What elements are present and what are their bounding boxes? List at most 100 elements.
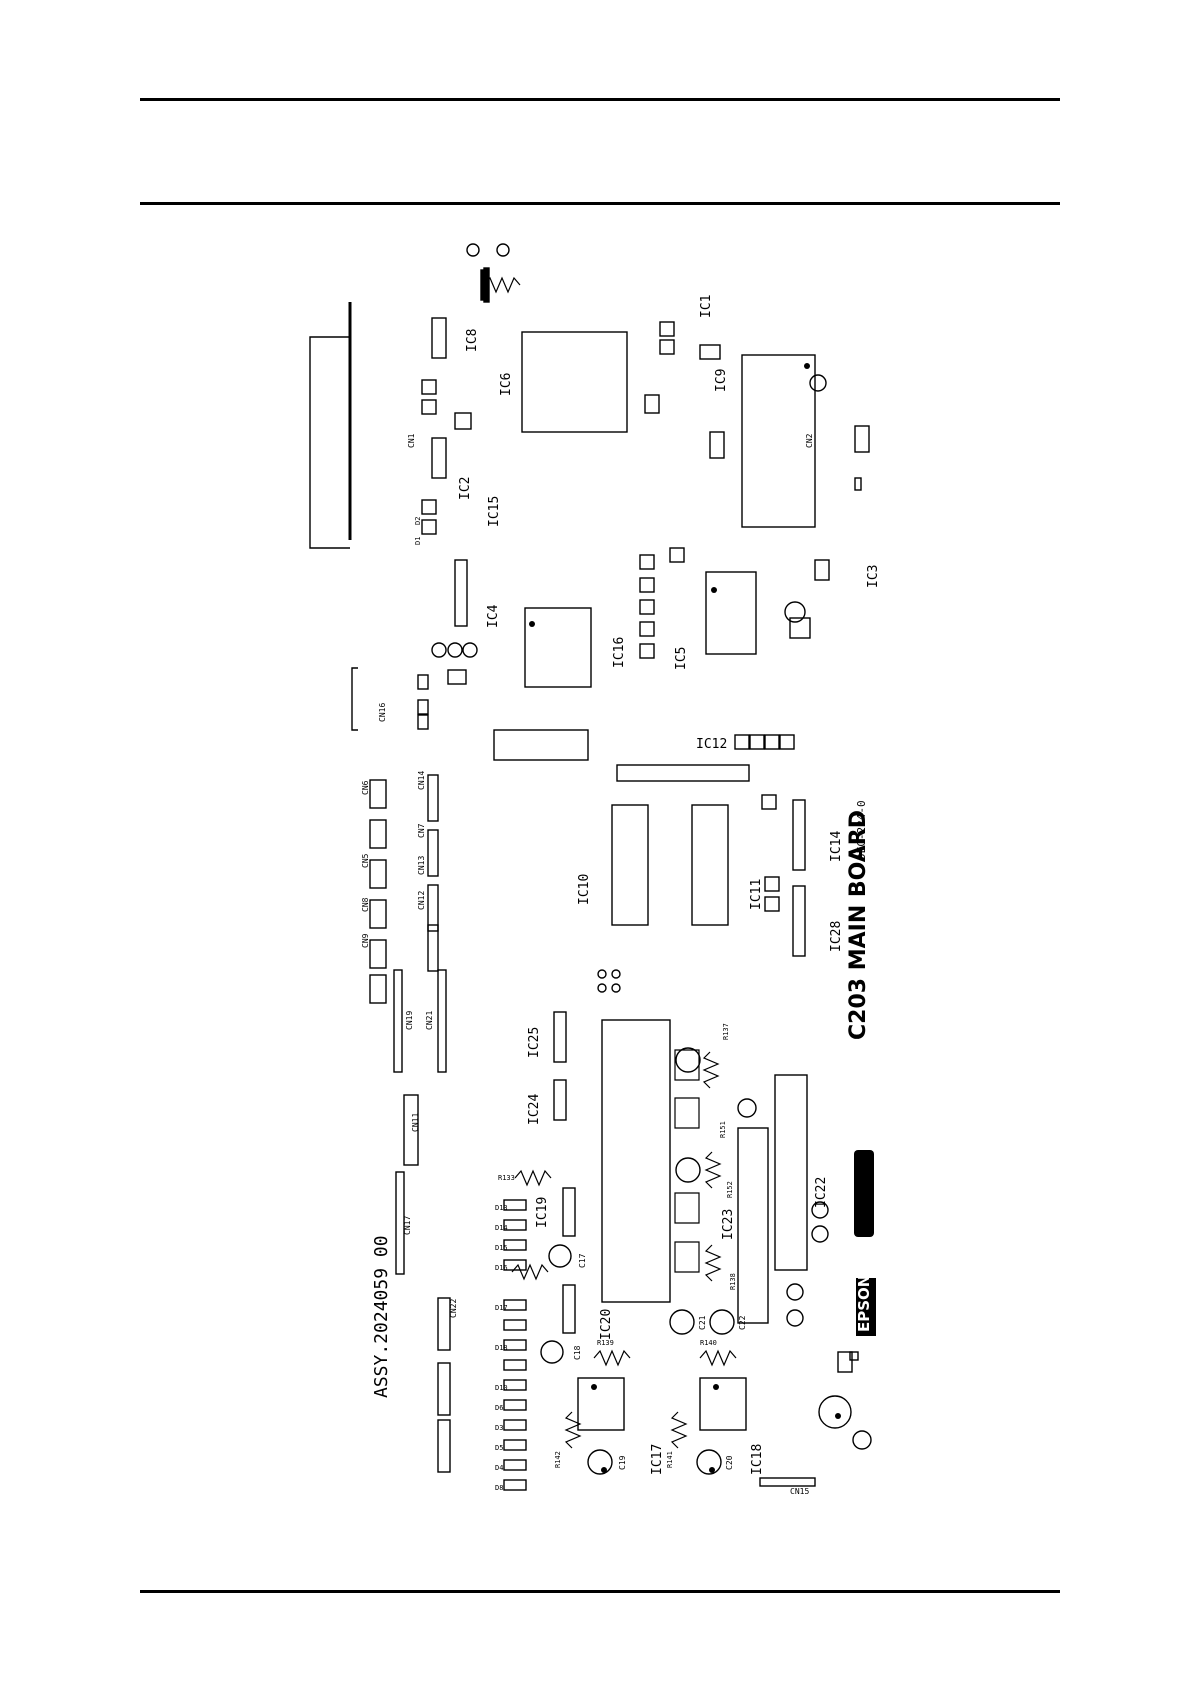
resistor-label: R139 <box>597 1339 614 1347</box>
ic-label: IC25 <box>527 1027 542 1058</box>
cap-label: C21 <box>698 1315 707 1330</box>
diode-label: D6 <box>495 1404 503 1412</box>
header-top-rule <box>140 98 1060 101</box>
diode-label: D4 <box>495 1464 503 1472</box>
ic19-package <box>562 1187 576 1237</box>
diode-label: D18 <box>495 1344 508 1352</box>
ic16-package <box>524 607 592 688</box>
cn2-package <box>741 354 816 528</box>
ic28-package <box>792 885 806 957</box>
connector-label: CN5 <box>361 853 370 868</box>
board-text-layer: C203 MAIN BOARD ASSY.2024059 00 EPSON DE… <box>361 295 881 1496</box>
ic-label: IC11 <box>749 879 764 910</box>
connector-label: CN17 <box>403 1216 412 1235</box>
connector-label: CN2 <box>805 433 814 448</box>
diode-label: D2 <box>414 517 422 525</box>
ic-label: IC12 <box>696 737 727 752</box>
ic5-package <box>705 571 757 655</box>
ic-label: IC16 <box>612 637 627 668</box>
connector-label: CN16 <box>378 703 387 722</box>
resistor-label: R137 <box>722 1023 730 1040</box>
connector-bracket <box>351 667 358 731</box>
ic17-package <box>577 1377 625 1431</box>
revision-code: DEC-224-0 <box>855 800 868 860</box>
cn11-package <box>403 1094 419 1166</box>
cap-label: C17 <box>578 1253 587 1268</box>
ic-label: IC23 <box>721 1209 736 1240</box>
ic-label: IC8 <box>465 329 480 352</box>
diode-label: D16 <box>495 1264 508 1272</box>
connector-label: CN21 <box>425 1011 434 1030</box>
connector-label: CN6 <box>361 780 370 795</box>
diode-label: D1 <box>414 537 422 545</box>
ic-label: IC18 <box>750 1444 765 1475</box>
ic-label: IC3 <box>866 565 881 588</box>
connector-label: CN22 <box>449 1299 458 1318</box>
ic14-package <box>792 799 806 871</box>
ic18-package <box>699 1377 747 1431</box>
footer-rule <box>140 1590 1060 1593</box>
ic11-package <box>691 804 729 926</box>
ic-label: IC10 <box>577 874 592 905</box>
ic-label: IC9 <box>714 369 729 392</box>
resistor-label: R141 <box>666 1451 674 1468</box>
ic23-package <box>737 1127 769 1324</box>
connector-label: CN7 <box>417 823 426 838</box>
resistor-label: R142 <box>554 1451 562 1468</box>
ic-label: IC14 <box>829 831 844 862</box>
connector-label: CN15 <box>790 1487 809 1496</box>
resistor-label: R140 <box>700 1339 717 1347</box>
assembly-number: ASSY.2024059 00 <box>371 1235 392 1398</box>
resistor-label: R138 <box>729 1273 737 1290</box>
epson-label-block <box>854 1150 874 1237</box>
connector-label: CN13 <box>417 856 426 875</box>
ic-label: IC4 <box>486 604 501 628</box>
ic20-package <box>601 1019 671 1303</box>
header-bottom-rule <box>140 202 1060 205</box>
cap-label: C18 <box>573 1345 582 1360</box>
ic-label: IC22 <box>814 1177 829 1208</box>
ic-label: IC6 <box>499 373 514 396</box>
ic6-package <box>521 331 628 433</box>
cap-label: C20 <box>725 1455 734 1470</box>
diode-label: D14 <box>495 1224 508 1232</box>
ic25-package <box>553 1011 567 1063</box>
diode-label: D13 <box>495 1204 508 1212</box>
cap-label: C19 <box>618 1455 627 1470</box>
ic24-package <box>553 1079 567 1121</box>
ic-label: IC1 <box>699 295 714 318</box>
resistor-label: R133 <box>498 1174 515 1182</box>
ic-label: IC17 <box>650 1444 665 1475</box>
ic-label: IC24 <box>527 1094 542 1125</box>
ic-label: IC28 <box>829 921 844 952</box>
cn17-package <box>395 1171 405 1275</box>
brand-label: EPSON <box>855 1275 873 1332</box>
connector-label: CN19 <box>405 1011 414 1030</box>
battery-holder <box>493 729 589 761</box>
connector-label: CN9 <box>361 933 370 948</box>
connector-label: CN11 <box>411 1113 420 1132</box>
connector-label: CN14 <box>417 771 426 790</box>
ic12-package <box>616 764 750 782</box>
board-title: C203 MAIN BOARD <box>846 810 871 1040</box>
ic-label: IC19 <box>535 1197 550 1228</box>
resistor-label: R152 <box>726 1181 734 1198</box>
resistor-label: R151 <box>719 1121 727 1138</box>
ic-label: IC15 <box>487 496 502 527</box>
diode-label: D17 <box>495 1304 508 1312</box>
ic10-package <box>611 804 649 926</box>
cn15-package <box>759 1477 816 1487</box>
ic-label: IC5 <box>674 647 689 670</box>
diode-label: D8 <box>495 1484 503 1492</box>
connector-label: CN8 <box>361 897 370 912</box>
diode-label: D3 <box>495 1424 503 1432</box>
ic-label: IC2 <box>458 477 473 500</box>
ic-label: IC20 <box>599 1309 614 1340</box>
diode-label: D10 <box>495 1384 508 1392</box>
diode-label: D5 <box>495 1444 503 1452</box>
cap-label: C22 <box>738 1315 747 1330</box>
connector-label: CN1 <box>407 433 416 448</box>
connector-label: CN12 <box>417 891 426 910</box>
diode-label: D15 <box>495 1244 508 1252</box>
